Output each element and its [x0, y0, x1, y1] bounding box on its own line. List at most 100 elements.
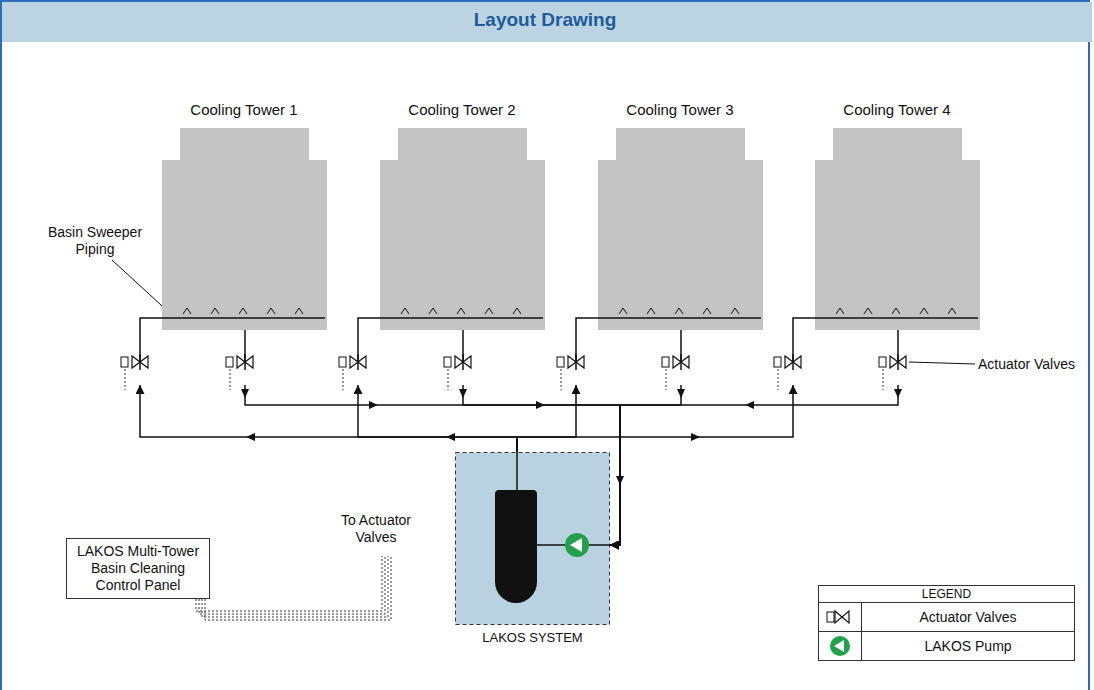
lakos-pump	[565, 533, 589, 557]
valve-symbol	[673, 356, 689, 368]
flow-arrow	[677, 389, 685, 398]
valve-actuator	[121, 357, 128, 367]
pump-triangle	[570, 538, 582, 552]
valve-actuator	[557, 357, 564, 367]
legend-text: LAKOS Pump	[862, 633, 1074, 660]
sweeper-nozzle	[731, 308, 739, 314]
valve-symbol	[237, 356, 253, 368]
sweeper-nozzle	[295, 308, 303, 314]
sweeper-nozzle	[948, 308, 956, 314]
callout-label: Actuator Valves	[978, 356, 1090, 373]
legend-box: LEGENDActuator ValvesLAKOS Pump	[818, 585, 1075, 661]
pump-pipe	[537, 544, 565, 546]
sweeper-pipe	[576, 318, 761, 362]
flow-arrow	[894, 389, 902, 398]
sweeper-nozzle	[429, 308, 437, 314]
flow-arrow	[246, 433, 255, 441]
tower-top	[180, 128, 309, 162]
cooling-tower: Cooling Tower 3	[566, 100, 763, 385]
flow-arrow	[536, 401, 545, 409]
flow-arrow	[241, 389, 249, 398]
sweeper-nozzle	[675, 308, 683, 314]
control-wiring	[196, 556, 391, 620]
panel-text: LAKOS Multi-Tower Basin Cleaning Control…	[73, 543, 203, 594]
pump-triangle	[834, 640, 844, 652]
valve-actuator	[662, 357, 669, 367]
leader-line	[909, 362, 975, 364]
sweeper-nozzle	[647, 308, 655, 314]
legend-symbol	[819, 603, 861, 631]
flow-arrow	[459, 389, 467, 398]
sweeper-piping	[576, 308, 761, 362]
control-line	[778, 369, 779, 390]
tower-label: Cooling Tower 3	[580, 100, 780, 120]
control-panel: LAKOS Multi-Tower Basin Cleaning Control…	[66, 538, 210, 599]
legend-swatch	[819, 632, 862, 660]
sweeper-nozzle	[892, 308, 900, 314]
tower-body	[380, 160, 545, 330]
sweeper-nozzle	[864, 308, 872, 314]
legend-text: Actuator Valves	[862, 604, 1074, 631]
tower-illustration	[566, 100, 763, 385]
valve-symbol	[835, 611, 849, 623]
callout-label: Basin Sweeper Piping	[40, 224, 150, 258]
separator-vessel	[495, 490, 537, 603]
sweeper-nozzle	[703, 308, 711, 314]
sweeper-nozzle	[239, 308, 247, 314]
flow-arrow	[369, 401, 378, 409]
cooling-tower: Cooling Tower 4	[783, 100, 980, 385]
control-line	[343, 369, 344, 390]
pipe-connector	[140, 385, 517, 452]
legend-title: LEGEND	[819, 586, 1074, 603]
legend-symbol	[819, 632, 861, 660]
control-wire	[199, 556, 385, 614]
sweeper-nozzle	[401, 308, 409, 314]
flow-arrow	[446, 433, 455, 441]
control-wire	[196, 556, 382, 611]
sweeper-piping	[793, 308, 978, 362]
legend-row: LAKOS Pump	[819, 631, 1074, 660]
pipe-connector	[610, 385, 898, 545]
control-wire	[202, 556, 388, 617]
valve-actuator	[774, 357, 781, 367]
tower-top	[833, 128, 962, 162]
sweeper-nozzle	[836, 308, 844, 314]
cooling-tower: Cooling Tower 1	[130, 100, 327, 385]
sweeper-nozzle	[619, 308, 627, 314]
valve-symbol	[785, 356, 801, 368]
control-line	[561, 369, 562, 390]
control-line	[883, 369, 884, 390]
flow-arrow	[616, 476, 624, 485]
diagram-title: Layout Drawing	[0, 0, 1090, 40]
valve-symbol	[890, 356, 906, 368]
tower-label: Cooling Tower 4	[797, 100, 997, 120]
tower-top	[616, 128, 745, 162]
tower-top	[398, 128, 527, 162]
pipe-connector	[517, 385, 793, 452]
sweeper-nozzle	[920, 308, 928, 314]
control-line	[448, 369, 449, 390]
supply-pipe	[516, 452, 518, 490]
sweeper-pipe	[358, 318, 543, 362]
tower-body	[162, 160, 327, 330]
flow-arrow	[691, 433, 700, 441]
tower-illustration	[348, 100, 545, 385]
system-housing	[456, 453, 610, 625]
sweeper-nozzle	[485, 308, 493, 314]
valve-actuator	[339, 357, 346, 367]
sweeper-nozzle	[211, 308, 219, 314]
valve-actuator	[226, 357, 233, 367]
lakos-pump	[830, 636, 850, 656]
sweeper-pipe	[140, 318, 325, 362]
system-illustration	[455, 452, 610, 648]
sweeper-piping	[140, 308, 325, 362]
lakos-system: LAKOS SYSTEM	[455, 452, 610, 648]
tower-label: Cooling Tower 1	[144, 100, 344, 120]
sweeper-pipe	[793, 318, 978, 362]
sweeper-piping	[358, 308, 543, 362]
sweeper-nozzle	[267, 308, 275, 314]
control-line	[666, 369, 667, 390]
flow-arrow	[745, 401, 754, 409]
legend-row: Actuator Valves	[819, 603, 1074, 631]
valve-actuator	[827, 612, 834, 622]
